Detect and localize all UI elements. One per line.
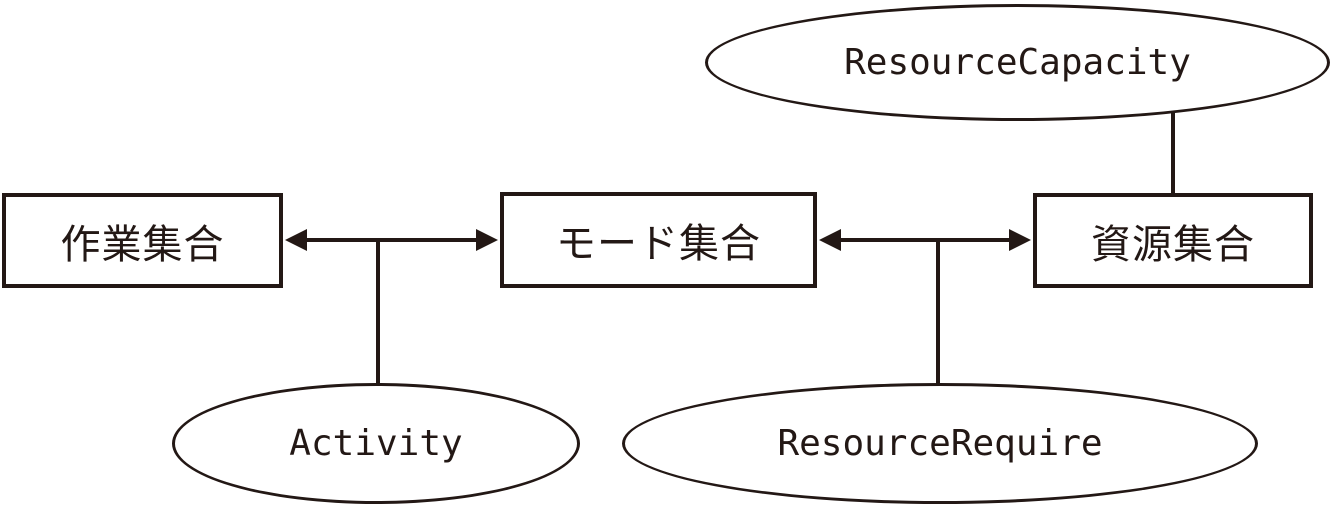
arrowhead-left-into-work-set-icon <box>285 229 307 251</box>
work-set-label: 作業集合 <box>60 221 225 267</box>
resource-capacity-label: ResourceCapacity <box>844 42 1191 83</box>
ellipse-resource-require: ResourceRequire <box>622 383 1258 504</box>
box-mode-set: モード集合 <box>500 192 817 288</box>
ellipse-resource-capacity: ResourceCapacity <box>705 4 1330 121</box>
arrowhead-left-into-mode-set-icon <box>819 229 841 251</box>
arrowhead-right-into-resource-set-icon <box>1009 229 1031 251</box>
box-work-set: 作業集合 <box>2 193 283 288</box>
arrowhead-right-into-mode-set-icon <box>476 229 498 251</box>
ellipse-activity: Activity <box>172 383 580 504</box>
resource-require-label: ResourceRequire <box>777 423 1103 464</box>
activity-label: Activity <box>289 423 463 464</box>
resource-set-label: 資源集合 <box>1091 221 1255 267</box>
box-resource-set: 資源集合 <box>1033 193 1313 288</box>
mode-set-label: モード集合 <box>556 221 761 266</box>
